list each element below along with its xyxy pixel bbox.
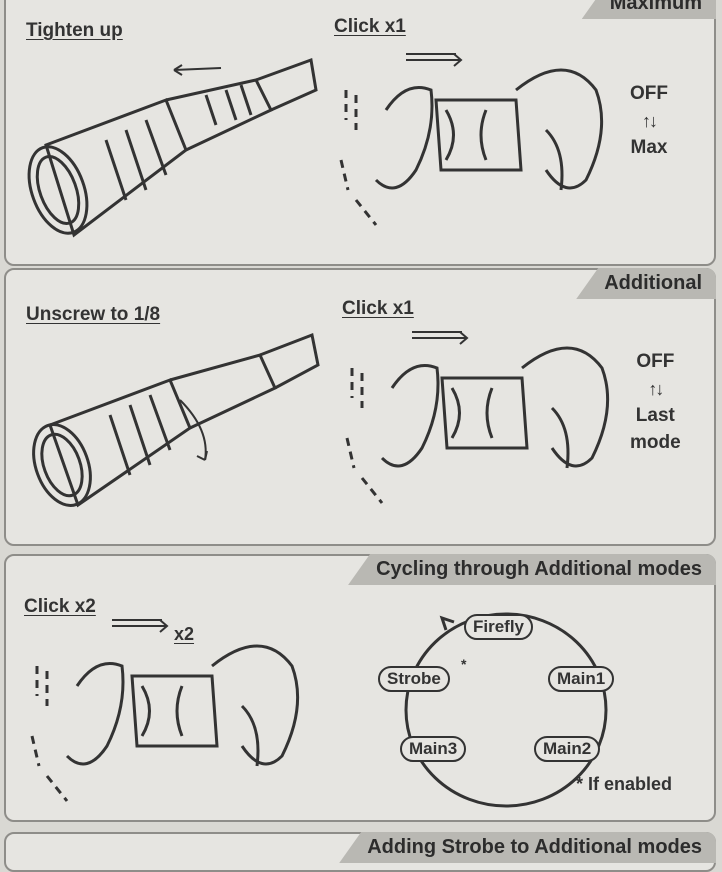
mode-main1: Main1 — [548, 666, 615, 692]
panel-additional-tab: Additional — [576, 268, 716, 299]
flashlight-icon — [27, 57, 318, 238]
hand-click-icon — [345, 331, 610, 504]
mode-main3: Main3 — [400, 736, 467, 762]
x2-multiplier-label: x2 — [174, 624, 195, 644]
click-x1-label: Click x1 — [334, 16, 406, 37]
state-mode-label: mode — [630, 432, 681, 454]
hand-click-icon — [339, 53, 604, 226]
click-x2-label: Click x2 — [24, 596, 96, 617]
footnote: * If enabled — [576, 774, 673, 794]
panel-cycling: Cycling through Additional modes Click x… — [4, 554, 716, 822]
mode-toggle-last: OFF ↑↓ Last mode — [630, 348, 681, 457]
state-off-label: OFF — [636, 351, 675, 372]
tighten-up-label: Tighten up — [26, 20, 123, 41]
unscrew-label: Unscrew to 1/8 — [26, 304, 161, 325]
panel-additional: Additional Unscrew to 1/8 Click x1 — [4, 268, 716, 546]
toggle-arrows-icon: ↑↓ — [648, 378, 664, 399]
mode-strobe: Strobe — [378, 666, 450, 692]
state-max-label: Max — [630, 136, 668, 158]
click-x1-label-2: Click x1 — [342, 298, 414, 319]
state-off-label: OFF — [630, 83, 668, 104]
panel-maximum: Maximum Tighten up Click x1 — [4, 0, 716, 266]
panel-maximum-tab: Maximum — [581, 0, 716, 19]
strobe-asterisk: * — [461, 656, 467, 672]
mode-firefly: Firefly — [464, 614, 534, 640]
panel-adding-strobe: Adding Strobe to Additional modes — [4, 832, 716, 872]
flashlight-icon — [32, 332, 320, 508]
panel-cycling-tab: Cycling through Additional modes — [348, 554, 716, 585]
state-last-label: Last — [635, 404, 675, 426]
mode-main2: Main2 — [534, 736, 601, 762]
hand-click-icon — [30, 619, 300, 802]
mode-toggle-max: OFF ↑↓ Max — [630, 80, 668, 161]
toggle-arrows-icon: ↑↓ — [642, 110, 658, 131]
panel-adding-strobe-tab: Adding Strobe to Additional modes — [339, 832, 716, 863]
